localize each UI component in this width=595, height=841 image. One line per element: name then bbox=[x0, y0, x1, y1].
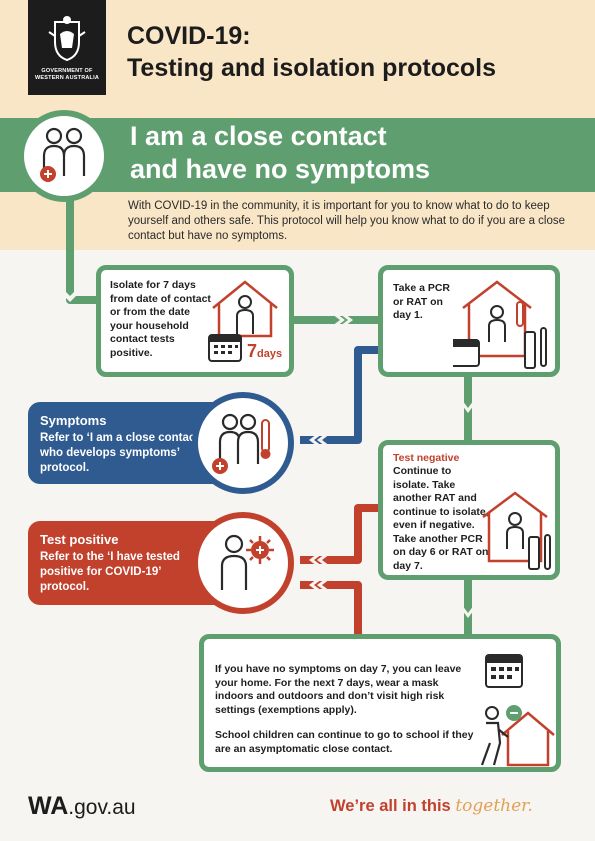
chevron-left-icon bbox=[309, 554, 322, 566]
chevron-left-icon bbox=[317, 554, 330, 566]
test-negative-box: Test negative Continue to isolate. Take … bbox=[378, 440, 560, 580]
connector-negative-to-positive bbox=[300, 504, 382, 564]
banner-heading: I am a close contact and have no symptom… bbox=[130, 120, 570, 186]
wa-logo-rest: .gov.au bbox=[68, 796, 136, 819]
intro-text: With COVID-19 in the community, it is im… bbox=[128, 200, 566, 242]
house-test-icon bbox=[453, 280, 547, 369]
final-para1: If you have no symptoms on day 7, you ca… bbox=[215, 663, 462, 716]
isolate-days-number: 7 bbox=[247, 341, 258, 361]
chevron-right-icon bbox=[332, 314, 345, 326]
chevron-down-icon bbox=[462, 400, 474, 413]
test-negative-text: Continue to isolate. Take another RAT an… bbox=[393, 465, 489, 572]
person-leaving-home-icon bbox=[480, 705, 555, 767]
chevron-down-icon bbox=[462, 605, 474, 618]
banner-heading-line2: and have no symptoms bbox=[130, 154, 431, 184]
symptoms-icon bbox=[192, 392, 294, 494]
calendar-icon bbox=[208, 334, 242, 362]
chevron-left-icon bbox=[317, 579, 330, 591]
final-step-box: If you have no symptoms on day 7, you ca… bbox=[199, 634, 561, 772]
symptoms-title: Symptoms bbox=[40, 413, 107, 428]
calendar-icon bbox=[485, 654, 523, 688]
banner-heading-line1: I am a close contact bbox=[130, 121, 387, 151]
close-contact-icon bbox=[18, 110, 110, 202]
connector-final-to-positive bbox=[300, 581, 362, 640]
chevron-down-icon bbox=[60, 286, 80, 302]
isolate-days-label: 7days bbox=[247, 341, 282, 362]
person-virus-icon bbox=[220, 534, 274, 590]
isolate-step-box: Isolate for 7 days from date of contact … bbox=[96, 265, 294, 377]
people-icon bbox=[40, 127, 86, 182]
wa-logo-bold: WA bbox=[28, 792, 69, 820]
test-positive-text: Refer to the ‘I have tested positive for… bbox=[40, 551, 180, 593]
chevron-left-icon bbox=[309, 579, 322, 591]
people-thermometer-icon bbox=[212, 413, 271, 474]
wa-gov-logo: WA.gov.au bbox=[28, 792, 136, 822]
house-person-icon bbox=[212, 280, 278, 338]
chevron-left-icon bbox=[317, 434, 330, 446]
government-crest-logo: GOVERNMENT OF WESTERN AUSTRALIA bbox=[28, 0, 106, 95]
crest-text-line1: GOVERNMENT OF bbox=[41, 68, 93, 74]
title-line1: COVID-19: bbox=[127, 22, 251, 50]
house-test-kit-icon bbox=[482, 491, 551, 570]
final-para2: School children can continue to go to sc… bbox=[215, 729, 474, 755]
test-positive-title: Test positive bbox=[40, 532, 119, 547]
crest-text-line2: WESTERN AUSTRALIA bbox=[35, 75, 99, 81]
slogan-text: We’re all in this bbox=[330, 797, 451, 815]
isolate-text: Isolate for 7 days from date of contact … bbox=[110, 279, 211, 359]
page-title: COVID-19: Testing and isolation protocol… bbox=[127, 20, 577, 84]
connector-to-symptoms bbox=[300, 346, 382, 444]
footer-slogan: We’re all in this together. bbox=[330, 796, 533, 816]
chevron-left-icon bbox=[309, 434, 322, 446]
intro-band bbox=[0, 192, 595, 250]
test-positive-icon bbox=[192, 512, 294, 614]
isolate-days-unit: days bbox=[257, 348, 283, 360]
symptoms-text: Refer to ‘I am a close contact who devel… bbox=[40, 432, 200, 474]
test-step-box: Take a PCR or RAT on day 1. bbox=[378, 265, 560, 377]
test-negative-title: Test negative bbox=[393, 452, 460, 464]
chevron-right-icon bbox=[340, 314, 353, 326]
title-line2: Testing and isolation protocols bbox=[127, 54, 496, 82]
slogan-script: together. bbox=[455, 796, 533, 816]
test-text: Take a PCR or RAT on day 1. bbox=[393, 282, 450, 321]
crest-icon bbox=[48, 16, 86, 62]
